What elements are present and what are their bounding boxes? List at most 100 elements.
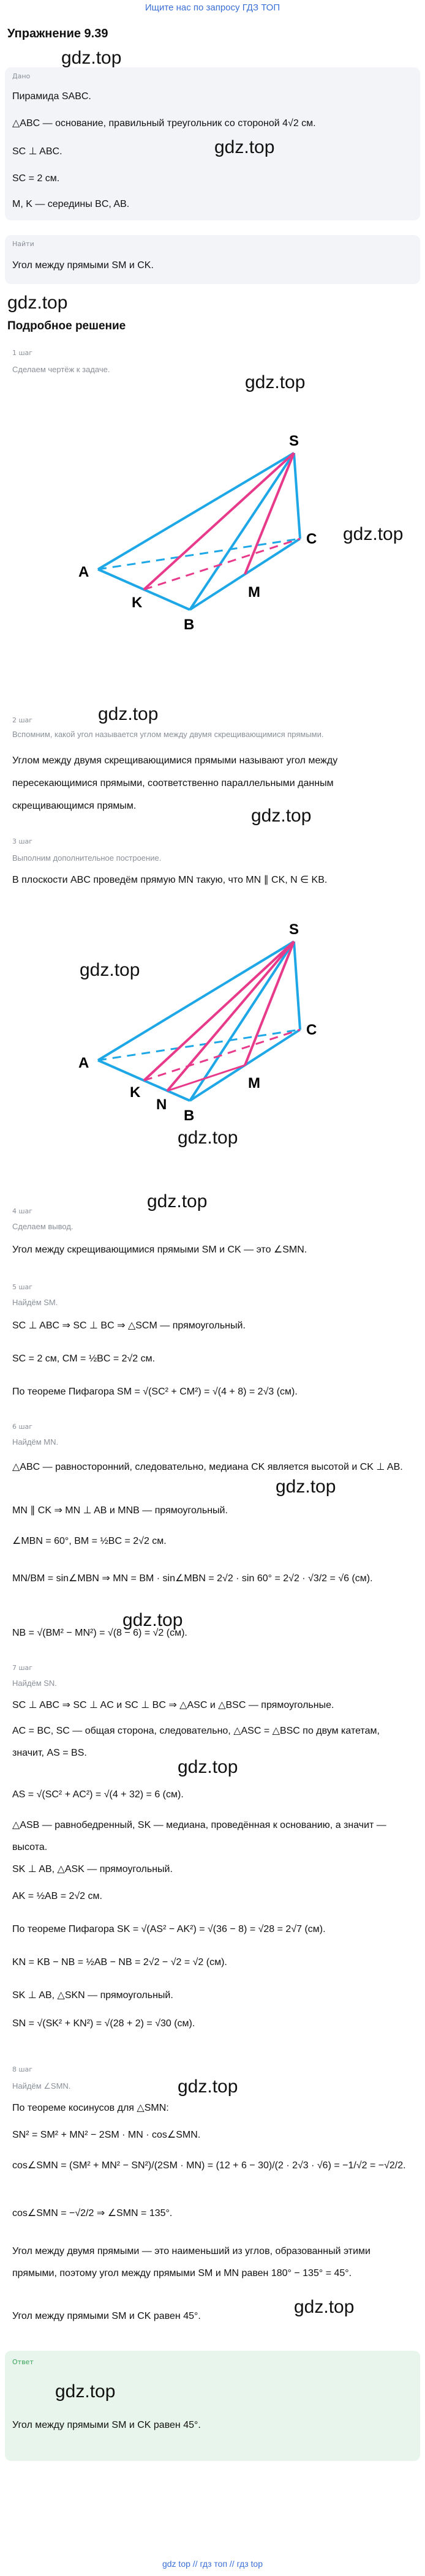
answer-text: Угол между прямыми SM и CK равен 45°. bbox=[12, 2420, 201, 2430]
step-line: AK = ½AB = 2√2 см. bbox=[12, 1891, 102, 1901]
step-line: NB = √(BM² − MN²) = √(8 − 6) = √2 (см). bbox=[12, 1628, 187, 1638]
step-note: Найдём SM. bbox=[12, 1298, 58, 1307]
edge-sc bbox=[293, 941, 301, 1030]
step-line: SC ⊥ ABC ⇒ SC ⊥ AC и SC ⊥ BC ⇒ △ASC и △B… bbox=[12, 1700, 334, 1710]
step-line: SK ⊥ AB, △SKN — прямоугольный. bbox=[12, 1990, 173, 2001]
watermark: gdz.top bbox=[178, 2076, 238, 2097]
step-line: SN = √(SK² + KN²) = √(28 + 2) = √30 (см)… bbox=[12, 2018, 195, 2029]
footer-links[interactable]: gdz top // гдз топ // гдз top bbox=[162, 2559, 263, 2569]
point-label: S bbox=[289, 921, 299, 938]
edge-sa bbox=[97, 940, 295, 1061]
step-text: В плоскости ABC проведём прямую MN такую… bbox=[12, 875, 328, 885]
find-panel bbox=[5, 235, 420, 284]
segment-sk bbox=[143, 452, 295, 591]
step-tag: 5 шаг bbox=[12, 1283, 33, 1291]
segment-ck-hidden bbox=[143, 1028, 301, 1082]
edge-ac-hidden bbox=[97, 1028, 301, 1061]
step-tag: 1 шаг bbox=[12, 349, 33, 357]
step-tag: 3 шаг bbox=[12, 837, 33, 845]
given-line: M, K — середины BC, AB. bbox=[12, 199, 130, 209]
point-label: A bbox=[78, 1055, 89, 1071]
watermark: gdz.top bbox=[147, 1191, 208, 1211]
find-tag: Найти bbox=[12, 240, 34, 248]
step-tag: 6 шаг bbox=[12, 1423, 33, 1431]
step-line: AC = BC, SC — общая сторона, следователь… bbox=[12, 1726, 380, 1758]
point-label: B bbox=[184, 616, 194, 633]
step-note: Выполним дополнительное построение. bbox=[12, 853, 162, 863]
solution-title: Подробное решение bbox=[7, 320, 126, 332]
step-line: cos∠SMN = (SM² + MN² − SN²)/(2SM · MN) =… bbox=[12, 2160, 406, 2171]
edge-sc bbox=[293, 452, 301, 539]
answer-tag: Ответ bbox=[12, 2358, 34, 2366]
step-line: △ASB — равнобедренный, SK — медиана, про… bbox=[12, 1820, 386, 1852]
watermark: gdz.top bbox=[122, 1610, 183, 1630]
step-line: SN² = SM² + MN² − 2SM · MN · cos∠SMN. bbox=[12, 2130, 201, 2140]
point-label: A bbox=[78, 564, 89, 580]
point-label: C bbox=[306, 531, 317, 547]
point-label: M bbox=[248, 1075, 260, 1091]
edge-sb bbox=[189, 452, 295, 611]
point-label: K bbox=[132, 594, 143, 611]
watermark: gdz.top bbox=[294, 2297, 355, 2317]
step-text: Углом между двумя скрещивающимися прямым… bbox=[12, 755, 338, 811]
watermark: gdz.top bbox=[98, 704, 159, 724]
segment-mn bbox=[167, 1064, 246, 1092]
watermark: gdz.top bbox=[214, 137, 275, 157]
step-tag: 2 шаг bbox=[12, 716, 33, 724]
point-label: C bbox=[306, 1022, 317, 1038]
find-text: Угол между прямыми SM и CK. bbox=[12, 260, 154, 271]
watermark: gdz.top bbox=[343, 524, 404, 544]
step-line: SC = 2 см, CM = ½BC = 2√2 см. bbox=[12, 1354, 156, 1364]
given-panel bbox=[5, 67, 420, 220]
step-tag: 4 шаг bbox=[12, 1207, 33, 1215]
search-hint-link[interactable]: Ищите нас по запросу ГДЗ ТОП bbox=[145, 2, 280, 13]
step-line: ∠MBN = 60°, BM = ½BC = 2√2 см. bbox=[12, 1536, 167, 1546]
step-tag: 7 шаг bbox=[12, 1664, 33, 1672]
step-line: Угол между двумя прямыми — это наименьши… bbox=[12, 2246, 370, 2278]
segment-sk bbox=[143, 940, 295, 1082]
watermark: gdz.top bbox=[276, 1477, 336, 1497]
answer-panel bbox=[5, 2351, 420, 2461]
edge-sa bbox=[97, 452, 295, 571]
step-note: Сделаем вывод. bbox=[12, 1222, 73, 1231]
step-note: Сделаем чертёж к задаче. bbox=[12, 365, 110, 374]
step-line: MN/BM = sin∠MBN ⇒ MN = BM · sin∠MBN = 2√… bbox=[12, 1573, 373, 1584]
given-line: SC ⊥ ABC. bbox=[12, 146, 62, 157]
watermark: gdz.top bbox=[7, 293, 68, 313]
step-note: Найдём MN. bbox=[12, 1437, 59, 1447]
step-line: Угол между прямыми SM и CK равен 45°. bbox=[12, 2311, 201, 2321]
watermark: gdz.top bbox=[245, 372, 306, 392]
step-line: По теореме Пифагора SK = √(AS² − AK²) = … bbox=[12, 1924, 326, 1934]
step-note: Найдём ∠SMN. bbox=[12, 2081, 71, 2091]
watermark: gdz.top bbox=[178, 1128, 238, 1148]
segment-sn bbox=[166, 940, 295, 1092]
exercise-title: Упражнение 9.39 bbox=[7, 27, 108, 40]
step-line: По теореме косинусов для △SMN: bbox=[12, 2103, 169, 2113]
point-label: S bbox=[289, 433, 299, 449]
step-line: По теореме Пифагора SM = √(SC² + CM²) = … bbox=[12, 1387, 298, 1397]
segment-ck-hidden bbox=[143, 537, 301, 591]
given-line: △ABC — основание, правильный треугольник… bbox=[12, 118, 316, 129]
edge-sb bbox=[189, 940, 295, 1102]
step-line: KN = KB − NB = ½AB − NB = 2√2 − √2 = √2 … bbox=[12, 1957, 227, 1968]
step-line: △ABC — равносторонний, следовательно, ме… bbox=[12, 1462, 403, 1472]
edge-ac-hidden bbox=[97, 537, 301, 571]
step-line: cos∠SMN = −√2/2 ⇒ ∠SMN = 135°. bbox=[12, 2208, 173, 2218]
step-note: Вспомним, какой угол называется углом ме… bbox=[12, 730, 324, 739]
pyramid-figure-1: S A C K M B bbox=[78, 433, 317, 633]
given-line: SC = 2 см. bbox=[12, 173, 60, 184]
point-label: N bbox=[156, 1096, 167, 1113]
watermark: gdz.top bbox=[55, 2381, 116, 2402]
watermark: gdz.top bbox=[251, 806, 312, 826]
watermark: gdz.top bbox=[178, 1757, 238, 1777]
point-label: K bbox=[130, 1084, 141, 1101]
step-note: Найдём SN. bbox=[12, 1679, 57, 1688]
pyramid-figure-2: S A C K N M B bbox=[78, 921, 317, 1124]
watermark: gdz.top bbox=[61, 48, 122, 68]
segment-sm bbox=[244, 941, 295, 1066]
step-line: AS = √(SC² + AC²) = √(4 + 32) = 6 (см). bbox=[12, 1789, 184, 1800]
segment-sm bbox=[244, 452, 295, 575]
point-label: B bbox=[184, 1107, 194, 1124]
step-line: SK ⊥ AB, △ASK — прямоугольный. bbox=[12, 1864, 173, 1874]
step-line: MN ∥ CK ⇒ MN ⊥ AB и MNB — прямоугольный. bbox=[12, 1505, 228, 1516]
